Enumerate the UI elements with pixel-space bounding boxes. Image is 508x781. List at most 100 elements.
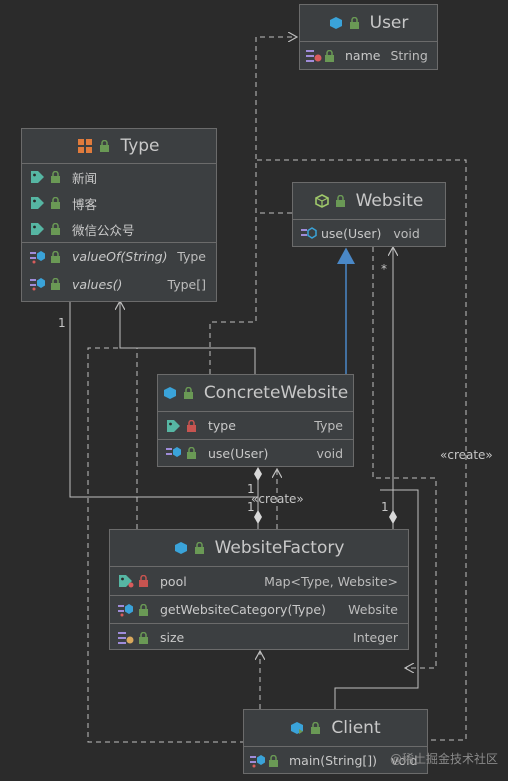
website-factory-header: WebsiteFactory xyxy=(110,530,408,567)
field-icon xyxy=(116,574,136,588)
field-row[interactable]: name String xyxy=(300,42,437,69)
lock-icon xyxy=(50,171,62,183)
method-type: Type[] xyxy=(167,276,206,292)
field-name: name xyxy=(345,48,381,63)
method-type: void xyxy=(316,445,343,461)
static-method-icon xyxy=(28,250,48,264)
property-icon xyxy=(306,49,322,63)
lock-icon xyxy=(99,140,110,152)
multiplicity-label: * xyxy=(381,262,387,276)
lock-icon xyxy=(194,542,205,554)
lock-icon xyxy=(268,754,279,767)
lock-icon-private xyxy=(138,575,150,587)
method-type: void xyxy=(391,753,418,768)
lock-icon xyxy=(50,223,62,235)
create-label: «create» xyxy=(251,492,304,506)
method-row[interactable]: main(String[]) void xyxy=(244,747,427,774)
multiplicity-label: 1 xyxy=(58,316,66,330)
multiplicity-label: 1 xyxy=(381,500,389,514)
lock-icon xyxy=(335,195,346,207)
method-name: values() xyxy=(72,276,123,292)
method-row[interactable]: values() Type[] xyxy=(22,270,216,298)
method-row[interactable]: getWebsiteCategory(Type) Website xyxy=(110,595,408,623)
method-name: valueOf(String) xyxy=(72,249,168,264)
type-enum[interactable]: Type 新闻 博客 微信公众号 valueOf(String) Type va… xyxy=(21,128,217,302)
field-name: type xyxy=(208,418,236,433)
lock-icon xyxy=(310,722,321,734)
class-name: Website xyxy=(355,191,424,211)
method-type: Type xyxy=(177,249,206,264)
constant-name: 新闻 xyxy=(72,170,98,186)
lock-icon-private xyxy=(186,419,198,432)
lock-icon xyxy=(183,387,194,399)
field-icon xyxy=(164,419,184,433)
type-enum-header: Type xyxy=(22,129,216,164)
property-type: Integer xyxy=(353,630,398,645)
client-class-header: Client xyxy=(244,710,427,747)
runnable-class-icon xyxy=(290,721,304,735)
property-row[interactable]: size Integer xyxy=(110,623,408,651)
class-icon xyxy=(174,541,188,555)
lock-icon xyxy=(50,278,62,290)
concrete-website-header: ConcreteWebsite xyxy=(158,375,353,412)
field-row[interactable]: pool Map<Type, Website> xyxy=(110,567,408,595)
field-type: Map<Type, Website> xyxy=(264,573,398,589)
multiplicity-label: 1 xyxy=(247,500,255,514)
tag-icon xyxy=(28,196,48,210)
method-row[interactable]: use(User) void xyxy=(158,439,353,466)
enum-constant-row[interactable]: 新闻 xyxy=(22,164,216,190)
client-class[interactable]: Client main(String[]) void xyxy=(243,709,428,774)
class-icon xyxy=(163,386,177,400)
field-type: Type xyxy=(314,418,343,433)
lock-icon xyxy=(50,250,62,263)
property-icon xyxy=(116,631,136,645)
method-name: main(String[]) xyxy=(289,753,378,768)
static-method-icon xyxy=(28,277,48,291)
method-name: getWebsiteCategory(Type) xyxy=(160,602,326,617)
concrete-type-association xyxy=(120,301,256,374)
field-type: String xyxy=(390,48,428,63)
multiplicity-label: 1 xyxy=(247,482,255,496)
enum-constant-row[interactable]: 博客 xyxy=(22,190,216,216)
concrete-website-class[interactable]: ConcreteWebsite type Type use(User) void xyxy=(157,374,354,467)
method-type: Website xyxy=(348,602,398,617)
class-name: ConcreteWebsite xyxy=(203,383,349,403)
abstract-method-icon xyxy=(299,226,319,241)
lock-icon xyxy=(138,631,150,644)
interface-icon xyxy=(314,194,329,208)
tag-icon xyxy=(28,170,48,184)
method-row[interactable]: use(User) void xyxy=(293,220,445,247)
method-icon xyxy=(164,446,184,460)
website-interface[interactable]: Website use(User) void xyxy=(292,182,446,247)
lock-icon xyxy=(324,49,335,62)
lock-icon xyxy=(186,447,198,459)
lock-icon xyxy=(138,603,150,616)
aggregation-diamond xyxy=(389,510,397,524)
user-class-header: User xyxy=(300,5,437,42)
website-interface-header: Website xyxy=(293,183,445,220)
aggregation-diamond xyxy=(254,467,262,481)
user-class[interactable]: User name String xyxy=(299,4,438,70)
create-label: «create» xyxy=(440,448,493,462)
property-name: size xyxy=(160,630,185,645)
class-name: Type xyxy=(120,136,160,156)
field-row[interactable]: type Type xyxy=(158,412,353,439)
client-website-create xyxy=(372,247,437,668)
method-row[interactable]: valueOf(String) Type xyxy=(22,242,216,270)
class-name: Client xyxy=(331,718,381,738)
factory-type-association xyxy=(69,301,258,498)
enum-constant-row[interactable]: 微信公众号 xyxy=(22,216,216,242)
method-name: use(User) xyxy=(208,445,269,461)
website-factory-class[interactable]: WebsiteFactory pool Map<Type, Website> g… xyxy=(109,529,409,650)
field-name: pool xyxy=(160,573,187,589)
client-type-dependency xyxy=(87,347,245,743)
client-website-association xyxy=(334,489,419,709)
class-icon xyxy=(329,16,343,30)
aggregation-diamond xyxy=(254,510,262,524)
static-method-icon xyxy=(250,754,266,768)
lock-icon xyxy=(349,17,360,29)
class-name: User xyxy=(369,13,409,33)
lock-icon xyxy=(50,197,62,209)
website-user-dependency xyxy=(255,37,297,214)
